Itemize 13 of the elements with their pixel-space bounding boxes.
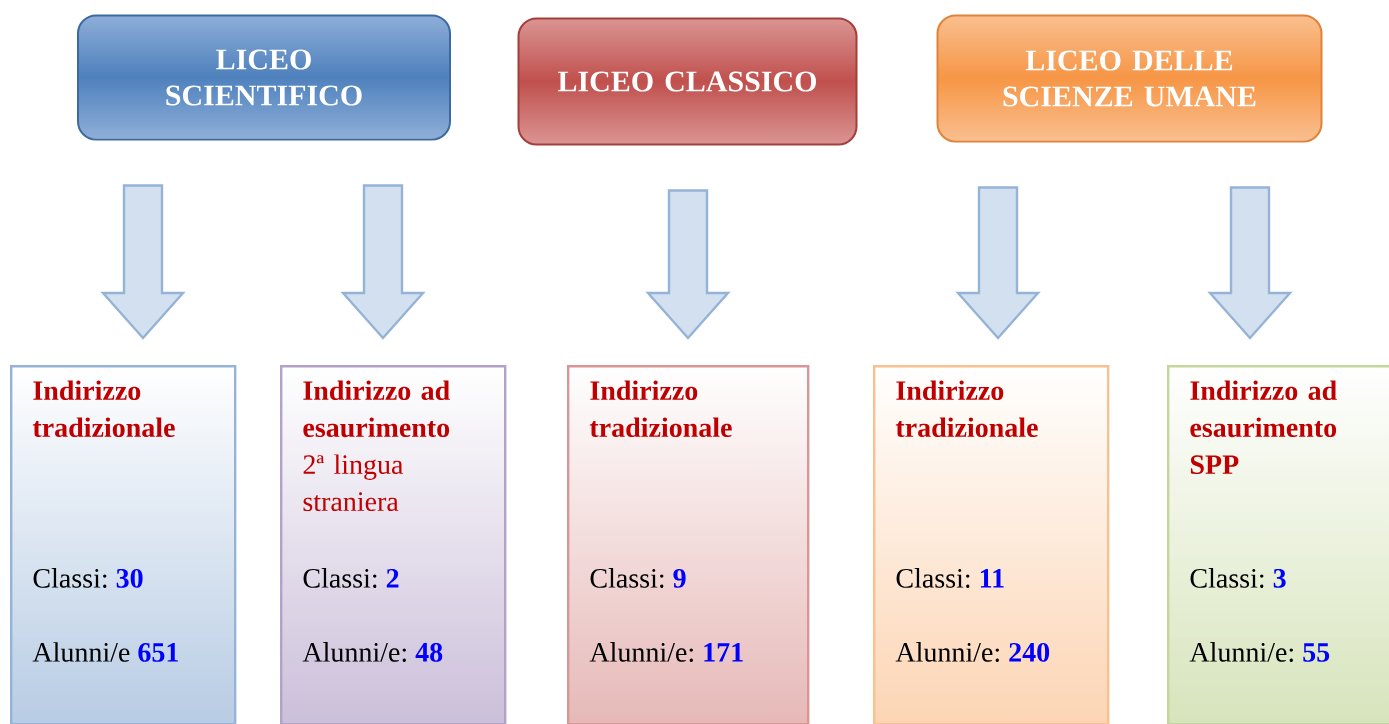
program-box: Indirizzo tradizionale Classi: 9 Alunni/e: 171 [567, 365, 810, 724]
school-box: LICEO DELLE SCIENZE UMANE [936, 14, 1323, 143]
program-box: Indirizzo ad esaurimento 2ª lingua straniera Classi: 2 Alunni/e: 48 [280, 365, 507, 724]
block-arrow [955, 186, 1041, 340]
block-arrow [645, 189, 731, 340]
block-arrow [100, 184, 186, 340]
block-arrow [340, 184, 426, 340]
program-box: Indirizzo ad esaurimento SPP Classi: 3 Alunni/e: 55 [1167, 365, 1389, 724]
school-box: LICEO SCIENTIFICO [77, 14, 451, 141]
program-box: Indirizzo tradizionale Classi: 11 Alunni/e: 240 [873, 365, 1110, 724]
block-arrow [1207, 186, 1293, 340]
program-box: Indirizzo tradizionale Classi: 30 Alunni/e 651 [10, 365, 237, 724]
school-box: LICEO CLASSICO [517, 17, 858, 146]
